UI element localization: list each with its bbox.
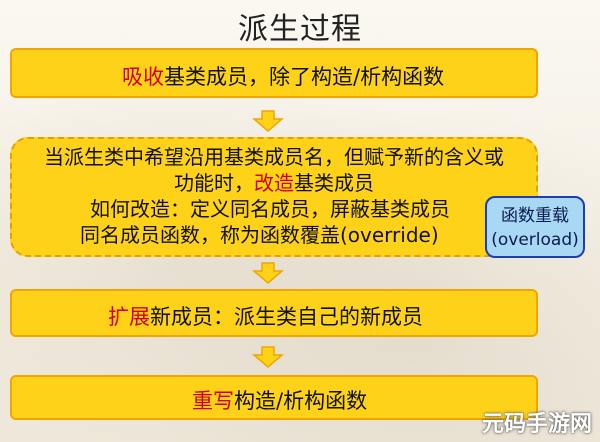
step-modify-line2-pre: 功能时， [174,171,254,195]
overload-note: 函数重载 (overload) [485,196,585,258]
step-modify-line2: 功能时，改造基类成员 [12,170,536,196]
step-modify-keyword: 改造 [254,171,294,195]
step-modify-box: 当派生类中希望沿用基类成员名，但赋予新的含义或 功能时，改造基类成员 如何改造：… [10,137,538,257]
down-arrow-icon [251,346,285,368]
step-extend-box: 扩展新成员：派生类自己的新成员 [10,289,538,337]
page-title: 派生过程 [238,12,362,47]
step-absorb-box: 吸收基类成员，除了构造/析构函数 [10,48,538,98]
overload-note-line2: (overload) [491,230,579,250]
step-rewrite-box: 重写构造/析构函数 [10,375,538,420]
overload-note-line1: 函数重载 [501,206,569,226]
step-extend-keyword: 扩展 [108,305,150,329]
step-modify-line3: 如何改造：定义同名成员，屏蔽基类成员 [90,197,450,221]
step-absorb-keyword: 吸收 [122,65,164,89]
step-extend-text: 新成员：派生类自己的新成员 [150,305,423,329]
step-modify-line1: 当派生类中希望沿用基类成员名，但赋予新的含义或 [44,145,504,169]
down-arrow-icon [251,110,285,132]
step-modify-line4: 同名成员函数，称为函数覆盖(override) [80,223,439,247]
watermark: 元码手游网 [481,412,592,437]
step-modify-line2-post: 基类成员 [294,171,374,195]
down-arrow-icon [251,262,285,284]
step-rewrite-keyword: 重写 [192,389,234,413]
step-rewrite-text: 构造/析构函数 [234,389,368,413]
step-absorb-text: 基类成员，除了构造/析构函数 [164,65,445,89]
